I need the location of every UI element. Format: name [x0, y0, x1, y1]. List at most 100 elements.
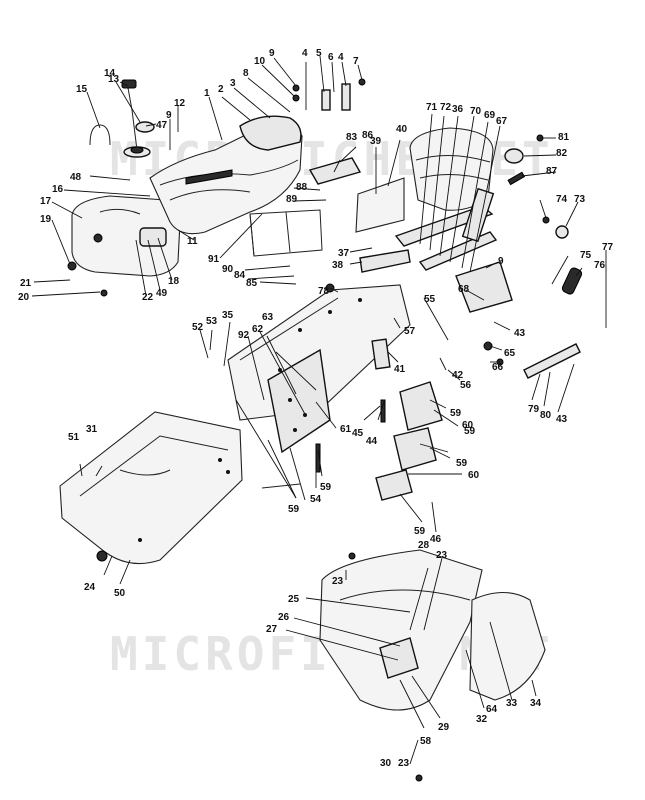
callout-65: 65 [504, 348, 516, 359]
callout-64: 64 [486, 704, 498, 715]
callout-44: 44 [366, 436, 378, 447]
callout-63: 63 [262, 312, 274, 323]
callout-41: 41 [394, 364, 406, 375]
callout-9a: 9 [269, 48, 275, 59]
callout-13: 13 [108, 74, 120, 85]
callout-91: 91 [208, 254, 220, 265]
callout-76: 76 [594, 260, 606, 271]
callout-32: 32 [476, 714, 488, 725]
callout-59d: 59 [464, 426, 476, 437]
callout-61: 61 [340, 424, 352, 435]
callout-3: 3 [230, 78, 236, 89]
callout-labels: 1 2 3 4 4 5 6 7 8 9 9 9 10 11 12 13 14 1… [18, 48, 614, 769]
callout-36: 36 [452, 104, 464, 115]
callout-86: 86 [362, 130, 374, 141]
callout-39: 39 [370, 136, 382, 147]
callout-28: 28 [418, 540, 430, 551]
callout-71: 71 [426, 102, 438, 113]
callout-69: 69 [484, 110, 496, 121]
callout-90: 90 [222, 264, 234, 275]
callout-6: 6 [328, 52, 334, 63]
callout-42: 42 [452, 370, 464, 381]
callout-12: 12 [174, 98, 186, 109]
callout-20: 20 [18, 292, 30, 303]
callout-43a: 43 [514, 328, 526, 339]
callout-70: 70 [470, 106, 482, 117]
lower-deck [319, 549, 546, 711]
callout-57: 57 [404, 326, 416, 337]
callout-82: 82 [556, 148, 568, 159]
callout-24: 24 [84, 582, 96, 593]
callout-27: 27 [266, 624, 278, 635]
callout-29: 29 [438, 722, 450, 733]
callout-87: 87 [546, 166, 558, 177]
callout-59b: 59 [320, 482, 332, 493]
callout-4b: 4 [338, 52, 344, 63]
callout-9c: 9 [498, 256, 504, 267]
callout-55: 55 [424, 294, 436, 305]
callout-30: 30 [380, 758, 392, 769]
callout-79: 79 [528, 404, 540, 415]
callout-66: 66 [492, 362, 504, 373]
callout-62: 62 [252, 324, 264, 335]
callout-53: 53 [206, 316, 218, 327]
callout-80: 80 [540, 410, 552, 421]
callout-49: 49 [156, 288, 168, 299]
callout-56: 56 [460, 380, 472, 391]
callout-40: 40 [396, 124, 408, 135]
callout-85: 85 [246, 278, 258, 289]
callout-75: 75 [580, 250, 592, 261]
callout-88: 88 [296, 182, 308, 193]
callout-59e: 59 [456, 458, 468, 469]
callout-52: 52 [192, 322, 204, 333]
callout-77: 77 [602, 242, 614, 253]
bar-bracket [523, 343, 581, 379]
callout-11: 11 [187, 236, 198, 247]
hood-seat-assembly [149, 115, 303, 235]
callout-19: 19 [40, 214, 52, 225]
callout-84: 84 [234, 270, 246, 281]
callout-18: 18 [168, 276, 180, 287]
callout-23b: 23 [436, 550, 448, 561]
callout-83: 83 [346, 132, 358, 143]
callout-23c: 23 [398, 758, 410, 769]
callout-45: 45 [352, 428, 364, 439]
callout-26: 26 [278, 612, 290, 623]
callout-14: 14 [104, 68, 116, 79]
callout-35: 35 [222, 310, 234, 321]
callout-21: 21 [20, 278, 32, 289]
callout-74: 74 [556, 194, 568, 205]
callout-59a: 59 [288, 504, 300, 515]
callout-37: 37 [338, 248, 350, 259]
callout-59f: 59 [414, 526, 426, 537]
callout-8: 8 [243, 68, 249, 79]
callout-5: 5 [316, 48, 322, 59]
callout-60a: 60 [462, 420, 474, 431]
callout-43b: 43 [556, 414, 568, 425]
fuel-sender [121, 79, 155, 158]
callout-47: 47 [156, 120, 168, 131]
callout-48: 48 [70, 172, 82, 183]
callout-72: 72 [440, 102, 452, 113]
callout-54: 54 [310, 494, 322, 505]
mount-plate [371, 338, 391, 370]
callout-2: 2 [218, 84, 224, 95]
callout-34: 34 [530, 698, 542, 709]
callout-31: 31 [86, 424, 98, 435]
bracket-plates [375, 381, 443, 501]
callout-1: 1 [204, 88, 210, 99]
callout-51: 51 [68, 432, 80, 443]
callout-33: 33 [506, 698, 518, 709]
callout-67: 67 [496, 116, 508, 127]
u-bolt [89, 124, 111, 146]
callout-16: 16 [52, 184, 64, 195]
support-frame [249, 209, 323, 257]
callout-9b: 9 [166, 110, 172, 121]
callout-17: 17 [40, 196, 52, 207]
callout-46: 46 [430, 534, 442, 545]
leader-lines [31, 55, 607, 765]
callout-15: 15 [76, 84, 88, 95]
callout-78: 78 [318, 286, 330, 297]
callout-4a: 4 [302, 48, 308, 59]
